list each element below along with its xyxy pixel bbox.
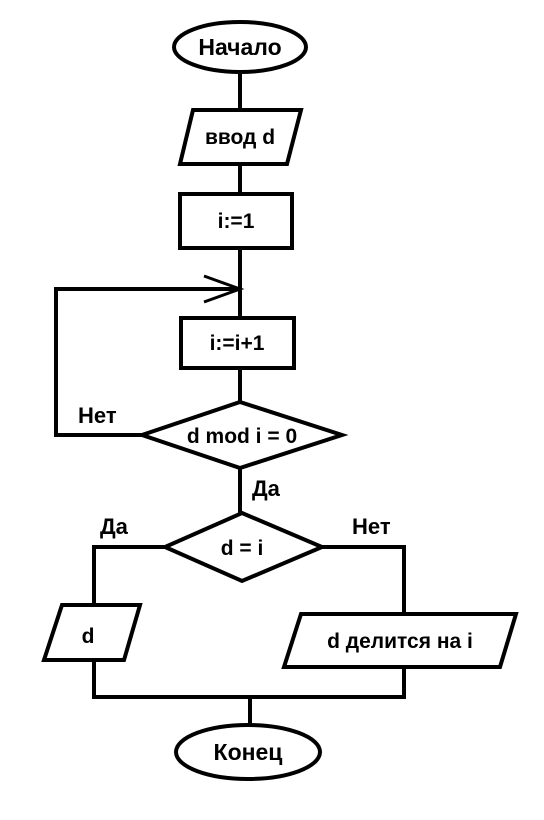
decision-mod-no-label: Нет <box>78 403 117 428</box>
io-input-label: ввод d <box>205 126 275 149</box>
io-output-d-shape <box>41 603 143 662</box>
loop-arrowhead <box>203 274 245 304</box>
terminal-start-shape <box>172 20 308 74</box>
decision-eq-no-label: Нет <box>352 514 391 539</box>
decision-mod-shape <box>135 399 349 471</box>
io-output-divisible-shape <box>281 612 519 669</box>
decision-eq-yes-label: Да <box>100 514 129 539</box>
process-increment: i:=i+1 <box>179 316 296 370</box>
io-input-shape <box>177 108 304 166</box>
io-output-d: d <box>41 603 143 662</box>
connector-eq-yes <box>92 545 167 607</box>
io-output-divisible: d делится на i <box>281 612 519 669</box>
process-init-label: i:=1 <box>218 210 255 233</box>
decision-mod-label: d mod i = 0 <box>187 425 297 448</box>
io-output-divisible-label: d делится на i <box>327 630 473 653</box>
terminal-end-shape <box>174 723 322 781</box>
io-output-d-label: d <box>82 625 95 648</box>
process-init-shape <box>178 192 294 250</box>
process-increment-shape <box>179 316 296 370</box>
process-init: i:=1 <box>178 192 294 250</box>
connectors <box>54 70 406 727</box>
decision-mod-yes-label: Да <box>252 476 281 501</box>
terminal-end: Конец <box>174 723 322 781</box>
decision-eq-label: d = i <box>221 537 264 560</box>
decision-eq-shape <box>160 510 328 584</box>
terminal-start: Начало <box>172 20 308 74</box>
io-input: ввод d <box>177 108 304 166</box>
decision-eq: d = i <box>160 510 328 584</box>
connector-eq-no <box>320 545 406 616</box>
connector-loop-back <box>54 287 242 437</box>
process-increment-label: i:=i+1 <box>210 332 265 355</box>
terminal-end-label: Конец <box>214 739 283 765</box>
decision-mod: d mod i = 0 <box>135 399 349 471</box>
terminal-start-label: Начало <box>198 34 281 60</box>
